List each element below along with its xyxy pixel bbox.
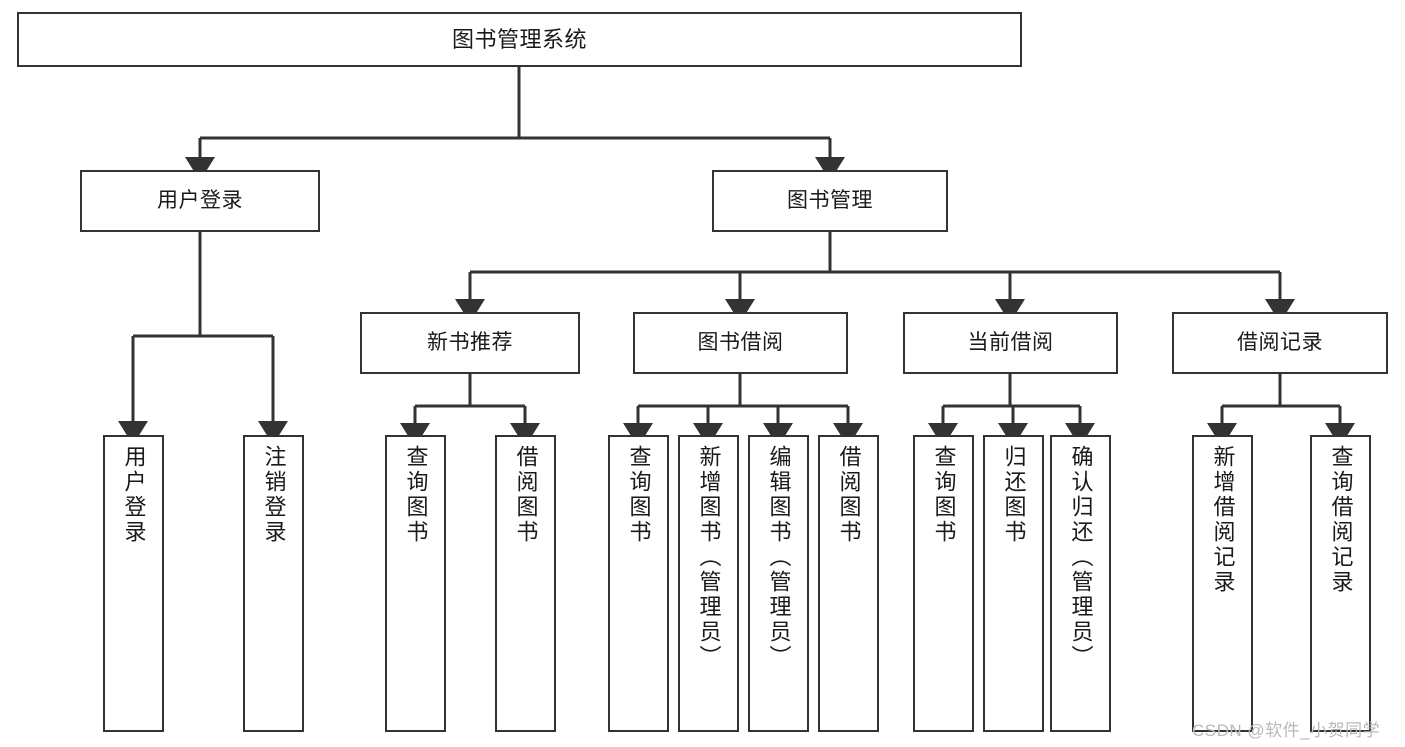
node-leaf-query-book-3-label: 查询图书 bbox=[931, 445, 957, 545]
node-borrow-record[interactable]: 借阅记录 bbox=[1172, 312, 1388, 374]
node-leaf-query-book-2-label: 查询图书 bbox=[626, 445, 652, 545]
csdn-watermark: CSDN @软件_小贺同学 bbox=[1192, 721, 1381, 740]
node-current-borrow[interactable]: 当前借阅 bbox=[903, 312, 1118, 374]
node-leaf-borrow-book-2-label: 借阅图书 bbox=[836, 445, 862, 545]
node-leaf-add-book[interactable]: 新增图书（管理员） bbox=[678, 435, 739, 732]
node-leaf-query-book-1[interactable]: 查询图书 bbox=[385, 435, 446, 732]
node-user-login-label: 用户登录 bbox=[157, 188, 243, 212]
node-book-borrow[interactable]: 图书借阅 bbox=[633, 312, 848, 374]
node-leaf-user-login[interactable]: 用户登录 bbox=[103, 435, 164, 732]
node-root[interactable]: 图书管理系统 bbox=[17, 12, 1022, 67]
node-leaf-confirm-return-label: 确认归还（管理员） bbox=[1068, 445, 1094, 670]
node-leaf-edit-book-label: 编辑图书（管理员） bbox=[766, 445, 792, 670]
node-user-login[interactable]: 用户登录 bbox=[80, 170, 320, 232]
node-leaf-query-borrow-record[interactable]: 查询借阅记录 bbox=[1310, 435, 1371, 732]
node-book-management[interactable]: 图书管理 bbox=[712, 170, 948, 232]
node-current-borrow-label: 当前借阅 bbox=[967, 330, 1054, 354]
node-leaf-query-book-3[interactable]: 查询图书 bbox=[913, 435, 974, 732]
node-leaf-edit-book[interactable]: 编辑图书（管理员） bbox=[748, 435, 809, 732]
node-leaf-logout-login-label: 注销登录 bbox=[261, 445, 287, 545]
node-leaf-borrow-book-1-label: 借阅图书 bbox=[513, 445, 539, 545]
node-book-borrow-label: 图书借阅 bbox=[697, 330, 784, 354]
node-leaf-query-book-1-label: 查询图书 bbox=[403, 445, 429, 545]
node-leaf-add-book-label: 新增图书（管理员） bbox=[696, 445, 722, 670]
node-leaf-logout-login[interactable]: 注销登录 bbox=[243, 435, 304, 732]
node-leaf-add-borrow-record-label: 新增借阅记录 bbox=[1210, 445, 1236, 595]
node-leaf-return-book[interactable]: 归还图书 bbox=[983, 435, 1044, 732]
node-leaf-confirm-return[interactable]: 确认归还（管理员） bbox=[1050, 435, 1111, 732]
node-leaf-return-book-label: 归还图书 bbox=[1001, 445, 1027, 545]
node-leaf-borrow-book-1[interactable]: 借阅图书 bbox=[495, 435, 556, 732]
node-root-label: 图书管理系统 bbox=[451, 26, 587, 52]
node-leaf-add-borrow-record[interactable]: 新增借阅记录 bbox=[1192, 435, 1253, 732]
node-book-management-label: 图书管理 bbox=[787, 188, 873, 212]
node-borrow-record-label: 借阅记录 bbox=[1237, 330, 1323, 354]
node-leaf-user-login-label: 用户登录 bbox=[121, 445, 147, 545]
node-leaf-query-borrow-record-label: 查询借阅记录 bbox=[1328, 445, 1354, 595]
node-leaf-borrow-book-2[interactable]: 借阅图书 bbox=[818, 435, 879, 732]
node-leaf-query-book-2[interactable]: 查询图书 bbox=[608, 435, 669, 732]
node-new-book-recommend[interactable]: 新书推荐 bbox=[360, 312, 580, 374]
node-new-book-recommend-label: 新书推荐 bbox=[427, 330, 513, 354]
